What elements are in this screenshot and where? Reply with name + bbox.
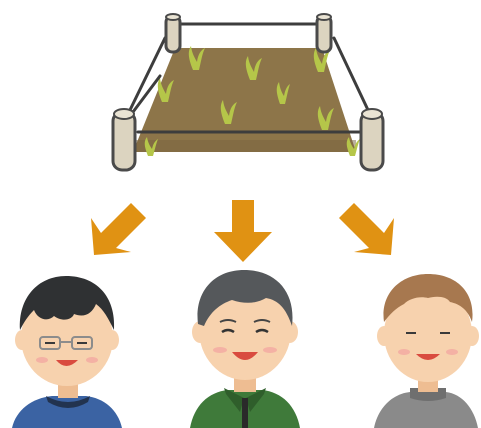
soil-plot-shade (133, 140, 356, 152)
arrow-down-right-icon (339, 203, 394, 255)
arrows (91, 200, 394, 262)
fence-post-back-left (166, 14, 180, 52)
rope-right (334, 38, 368, 110)
fence-post-back-right (317, 14, 331, 52)
shirt (12, 396, 122, 428)
fence-post-front-left (113, 109, 135, 170)
person-left (12, 276, 122, 428)
person-center (190, 270, 300, 428)
arrow-down-icon (214, 200, 272, 262)
arrow-down-left-icon (91, 203, 146, 255)
fenced-field (113, 14, 383, 170)
person-right (374, 274, 479, 428)
fence-post-front-right (361, 109, 383, 170)
